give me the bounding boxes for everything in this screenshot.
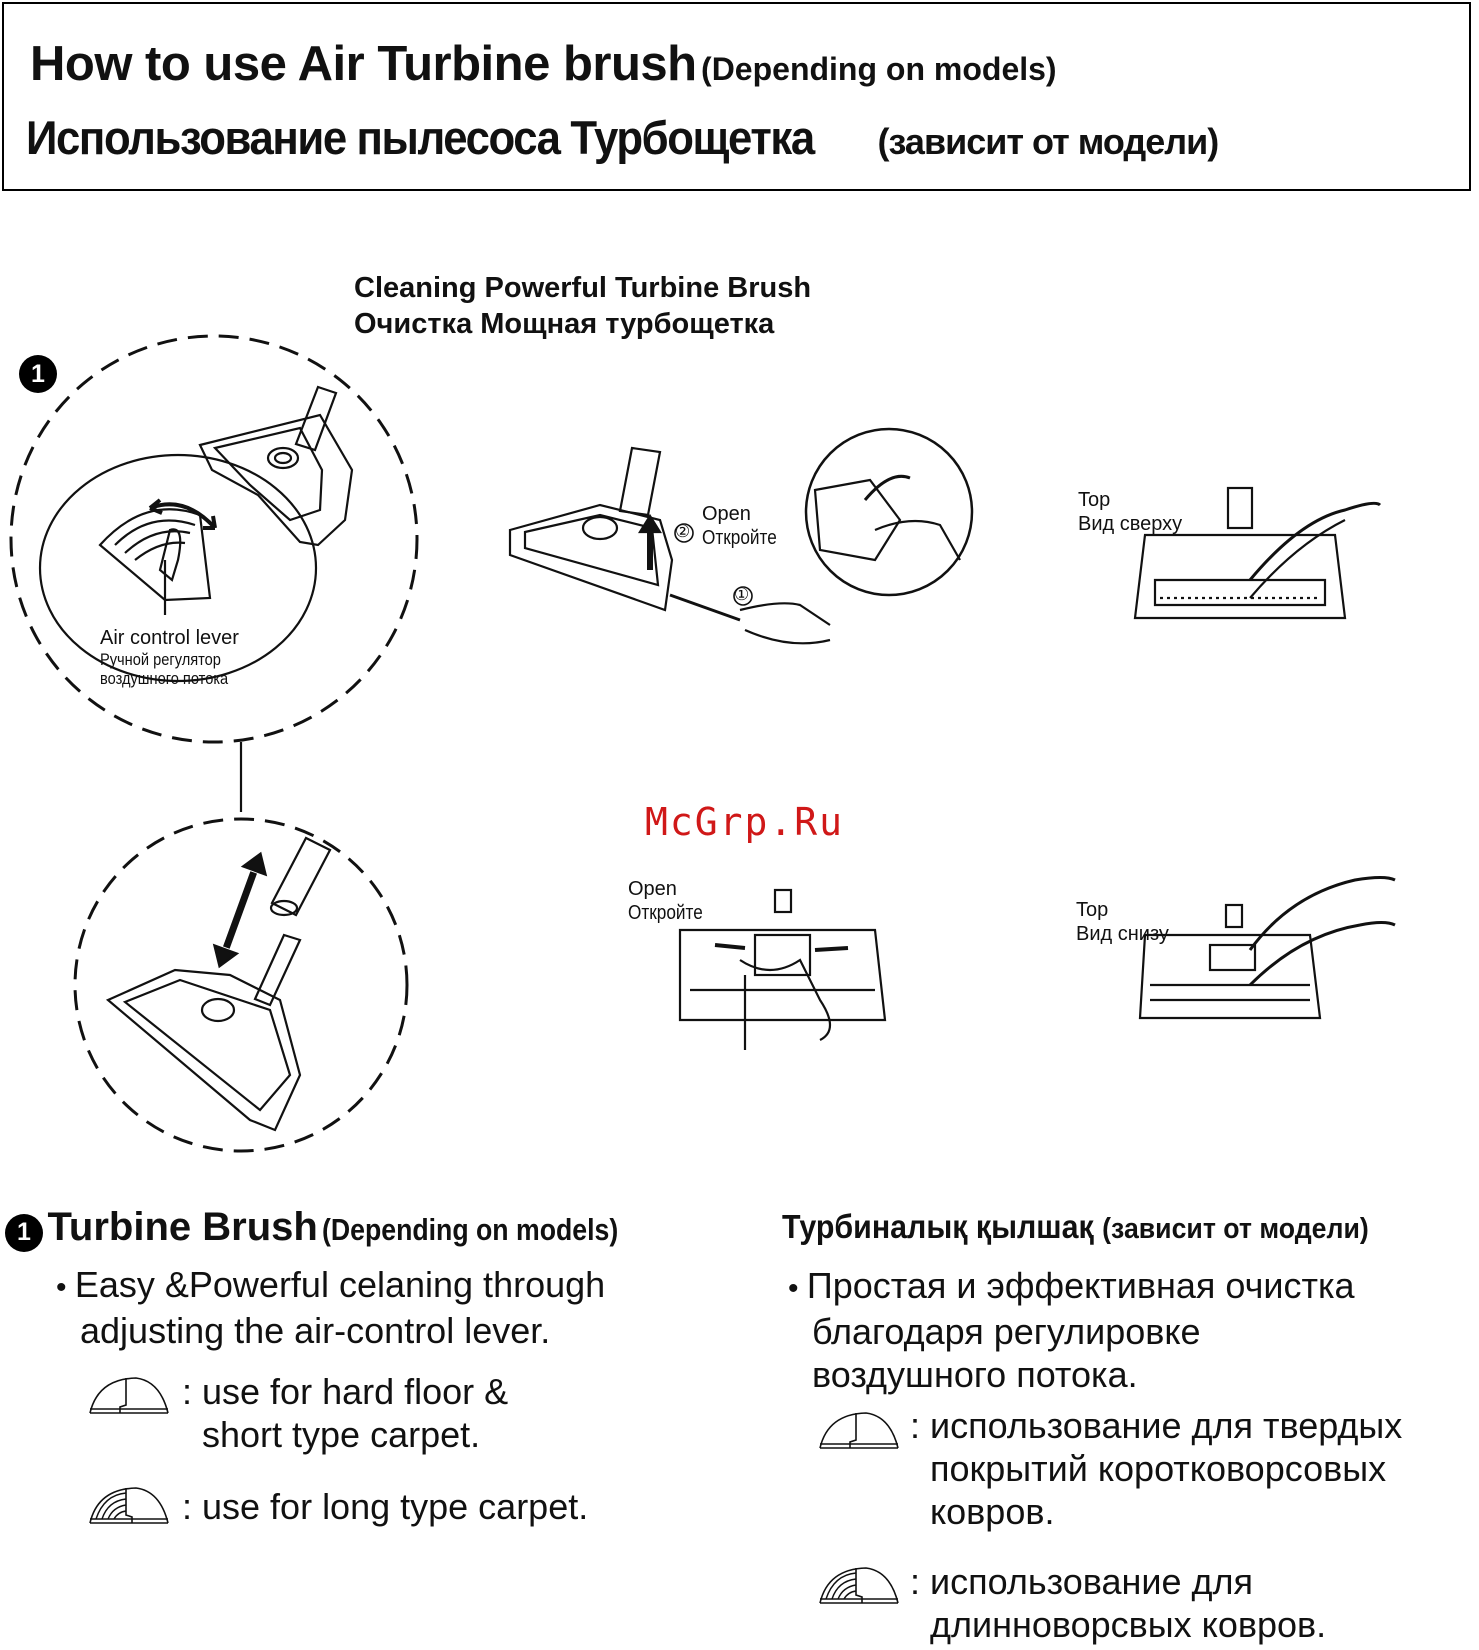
cleaning-title-en: Cleaning Powerful Turbine Brush <box>354 272 812 304</box>
lever-detail-ellipse <box>38 453 318 683</box>
screwdriver-icon <box>669 593 741 622</box>
section-badge: 1 <box>5 1213 43 1252</box>
title-ru: Использование пылесоса Турбощетка <box>26 111 815 164</box>
hard-ru-line2: покрытий коротковорсовых <box>930 1448 1387 1489</box>
section-title-ru-note: (зависит от модели) <box>1102 1213 1369 1245</box>
top-view-label-2: Top Вид снизу <box>1076 898 1169 946</box>
step-num-2: ② <box>675 522 691 541</box>
bullet-ru: • Простая и эффективная очистка благодар… <box>788 1265 1355 1395</box>
hard-floor-icon <box>89 1377 169 1414</box>
section-title-ru-name: Турбиналық қылшақ <box>782 1208 1094 1245</box>
open-label-1: Open Откройте <box>702 502 789 550</box>
header-box <box>2 2 1471 191</box>
rotate-arrow-icon <box>149 502 217 530</box>
hard-en-line2: short type carpet. <box>202 1414 481 1455</box>
air-lever-label: Air control lever Ручной регулятор возду… <box>100 626 249 688</box>
cleaning-title: Cleaning Powerful Turbine Brush Очистка … <box>354 270 811 342</box>
step-num-1: ① <box>734 585 750 604</box>
lever-dial-icon <box>98 508 212 615</box>
hard-en-line1: : use for hard floor & <box>182 1371 509 1412</box>
brush-icon-top <box>198 385 354 547</box>
hard-floor-en: : use for hard floor & short type carpet… <box>182 1370 508 1456</box>
brush-bottom-view-icon <box>1138 876 1396 1020</box>
bullet-ru-line1: Простая и эффективная очистка <box>806 1265 1355 1306</box>
open-label-ru: Откройте <box>702 527 777 549</box>
hard-ru-line3: ковров. <box>930 1491 1055 1532</box>
air-lever-label-en: Air control lever <box>100 627 239 649</box>
hard-floor-icon-ru <box>819 1412 899 1449</box>
zoom-circle-detail <box>804 427 974 597</box>
brush-bottom-open-icon <box>678 888 887 1050</box>
top-label-en-1: Top <box>1078 489 1111 511</box>
long-carpet-icon <box>89 1487 169 1524</box>
bullet-en-line2: adjusting the air-control lever. <box>80 1310 551 1351</box>
long-carpet-icon-ru <box>819 1567 899 1604</box>
page-title-ru: Использование пылесоса Турбощетка (завис… <box>26 110 1220 165</box>
zoom-circle-attach <box>73 817 409 1153</box>
open-label-en: Open <box>702 503 751 525</box>
top-view-label-1: Top Вид сверху <box>1078 488 1182 536</box>
open2-label-en: Open <box>628 878 677 900</box>
hard-floor-ru: : использование для твердых покрытий кор… <box>910 1404 1402 1533</box>
section-title-turbine: Turbine Brush <box>47 1205 318 1249</box>
bullet-ru-line3: воздушного потока. <box>812 1354 1138 1395</box>
air-lever-label-ru-1: Ручной регулятор <box>100 650 221 669</box>
cleaning-title-ru: Очистка Мощная турбощетка <box>354 308 775 340</box>
section-title-ru: Турбиналық қылшақ (зависит от модели) <box>782 1208 1420 1246</box>
bullet-en: • Easy &Powerful celaning through adjust… <box>56 1264 606 1351</box>
long-ru-line1: : использование для <box>910 1561 1253 1602</box>
open2-label-ru: Откройте <box>628 902 703 924</box>
hard-ru-line1: : использование для твердых <box>910 1405 1403 1446</box>
diagram-illustrations <box>9 334 1396 1153</box>
up-down-arrow-icon <box>223 871 257 949</box>
open-label-2: Open Откройте <box>628 877 715 925</box>
top-label-ru-1: Вид сверху <box>1078 513 1183 535</box>
top-label-ru-2: Вид снизу <box>1076 923 1169 945</box>
zoom-circle-lever <box>9 334 419 744</box>
hand-icon <box>739 602 831 645</box>
bullet-ru-line2: благодаря регулировке <box>812 1311 1201 1352</box>
step-badge-1: 1 <box>19 355 57 393</box>
title-en-note: (Depending on models) <box>701 51 1057 87</box>
title-ru-note: (зависит от модели) <box>877 121 1220 162</box>
brush-open-icon <box>508 446 674 612</box>
brush-attach-icon <box>105 836 332 1132</box>
section-title-note: (Depending on models) <box>322 1212 619 1247</box>
brush-top-view-icon <box>1133 486 1382 620</box>
bullet-en-line1: Easy &Powerful celaning through <box>74 1264 606 1305</box>
air-lever-label-ru-2: воздушного потока <box>100 669 229 688</box>
section-title-ru-text: Турбиналық қылшақ (зависит от модели) <box>782 1208 1369 1246</box>
long-ru-line2: длинноворсвых ковров. <box>930 1604 1327 1645</box>
section-title-en: 1 Turbine Brush (Depending on models) <box>5 1205 667 1252</box>
title-en: How to use Air Turbine brush <box>30 37 697 91</box>
top-label-en-2: Top <box>1076 899 1109 921</box>
long-carpet-ru: : использование для длинноворсвых ковров… <box>910 1560 1326 1646</box>
watermark: McGrp.Ru <box>645 800 845 844</box>
long-carpet-en: : use for long type carpet. <box>182 1486 589 1527</box>
page-title-en: How to use Air Turbine brush (Depending … <box>30 36 1057 92</box>
